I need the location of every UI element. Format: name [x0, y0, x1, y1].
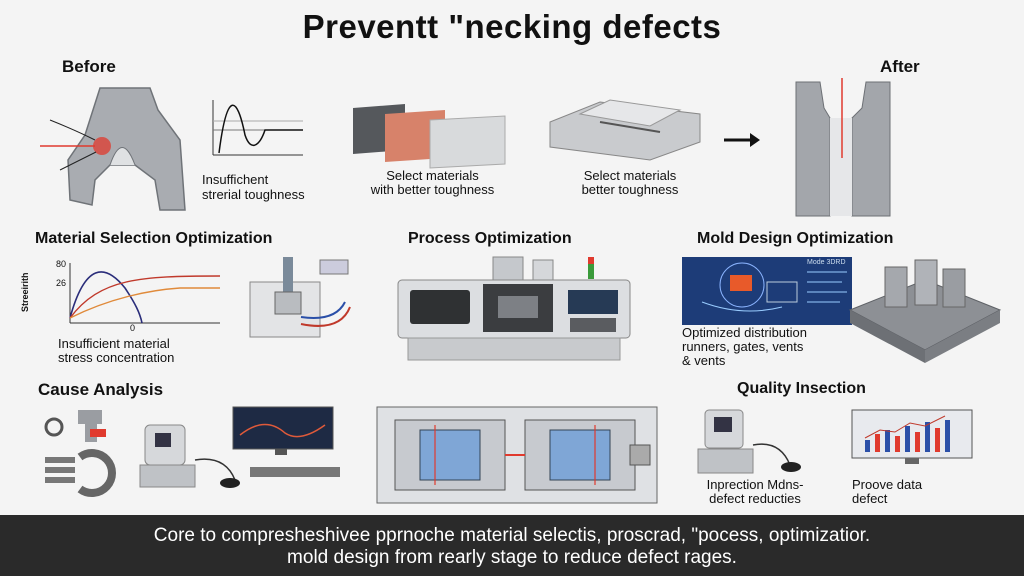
- chart-ylabel: Streeirith: [20, 272, 30, 312]
- quality-caption-1b: defect reducties: [709, 491, 801, 506]
- process-heading: Process Optimization: [408, 230, 572, 247]
- banner-line-2: mold design from rearly stage to reduce …: [287, 547, 737, 568]
- material-selection-caption-2: stress concentration: [58, 350, 175, 365]
- quality-caption-1a: Inprection Mdns-: [706, 477, 804, 492]
- material-selection-heading: Material Selection Optimization: [35, 230, 273, 247]
- chart-ytick-top: 80: [56, 259, 67, 269]
- mold-part-caption-2: better toughness: [581, 182, 679, 197]
- stress-strain-chart: [69, 263, 221, 324]
- before-caption-1: Insuffichent: [202, 172, 269, 187]
- material-selection-caption-1: Insufficient material: [58, 336, 170, 351]
- banner-line-1: Core to compresheshivee pprnoche materia…: [153, 525, 871, 546]
- testing-machine-illustration: [249, 257, 351, 338]
- before-caption-2: strerial toughness: [202, 187, 305, 202]
- quality-inspection-station: [697, 409, 801, 474]
- materials-caption-2: with better toughness: [370, 182, 495, 197]
- before-heading: Before: [62, 57, 116, 76]
- mold-design-heading: Mold Design Optimization: [697, 230, 894, 247]
- before-part-illustration: [40, 87, 186, 211]
- cause-analysis-heading: Cause Analysis: [38, 380, 164, 399]
- after-heading: After: [880, 57, 920, 76]
- chart-ytick-mid: 26: [56, 278, 67, 288]
- data-monitor-illustration: [851, 409, 973, 464]
- mold-design-screen: Mode 3DRD: [682, 257, 852, 325]
- injection-molding-machine: [397, 256, 631, 361]
- mold-part-caption-1: Select materials: [583, 168, 677, 183]
- page-title: Preventt "necking defects: [302, 8, 722, 45]
- cause-analysis-icons: [44, 410, 116, 497]
- materials-caption-1: Select materials: [386, 168, 479, 183]
- quality-inspection-heading: Quality Insection: [737, 380, 866, 397]
- material-samples-illustration: [353, 104, 506, 169]
- quality-caption-2b: defect: [852, 491, 888, 506]
- inspection-station-illustration: [139, 406, 340, 488]
- mold-block-illustration: [848, 259, 1002, 363]
- mold-design-caption-1: Optimized distribution: [682, 325, 807, 340]
- mold-design-caption-3: & vents: [682, 353, 726, 368]
- mold-cross-section-schematic: [376, 406, 658, 504]
- mold-screen-label: Mode 3DRD: [807, 259, 846, 266]
- arrow-right-icon: [724, 133, 760, 147]
- mold-design-caption-2: runners, gates, vents: [682, 339, 804, 354]
- quality-caption-2a: Proove data: [852, 477, 923, 492]
- chart-xtick: 0: [130, 323, 136, 333]
- mold-part-illustration: [549, 99, 701, 161]
- toughness-curve-graph: [212, 100, 303, 156]
- after-part-illustration: [795, 78, 891, 217]
- summary-banner: Core to compresheshivee pprnoche materia…: [0, 515, 1024, 576]
